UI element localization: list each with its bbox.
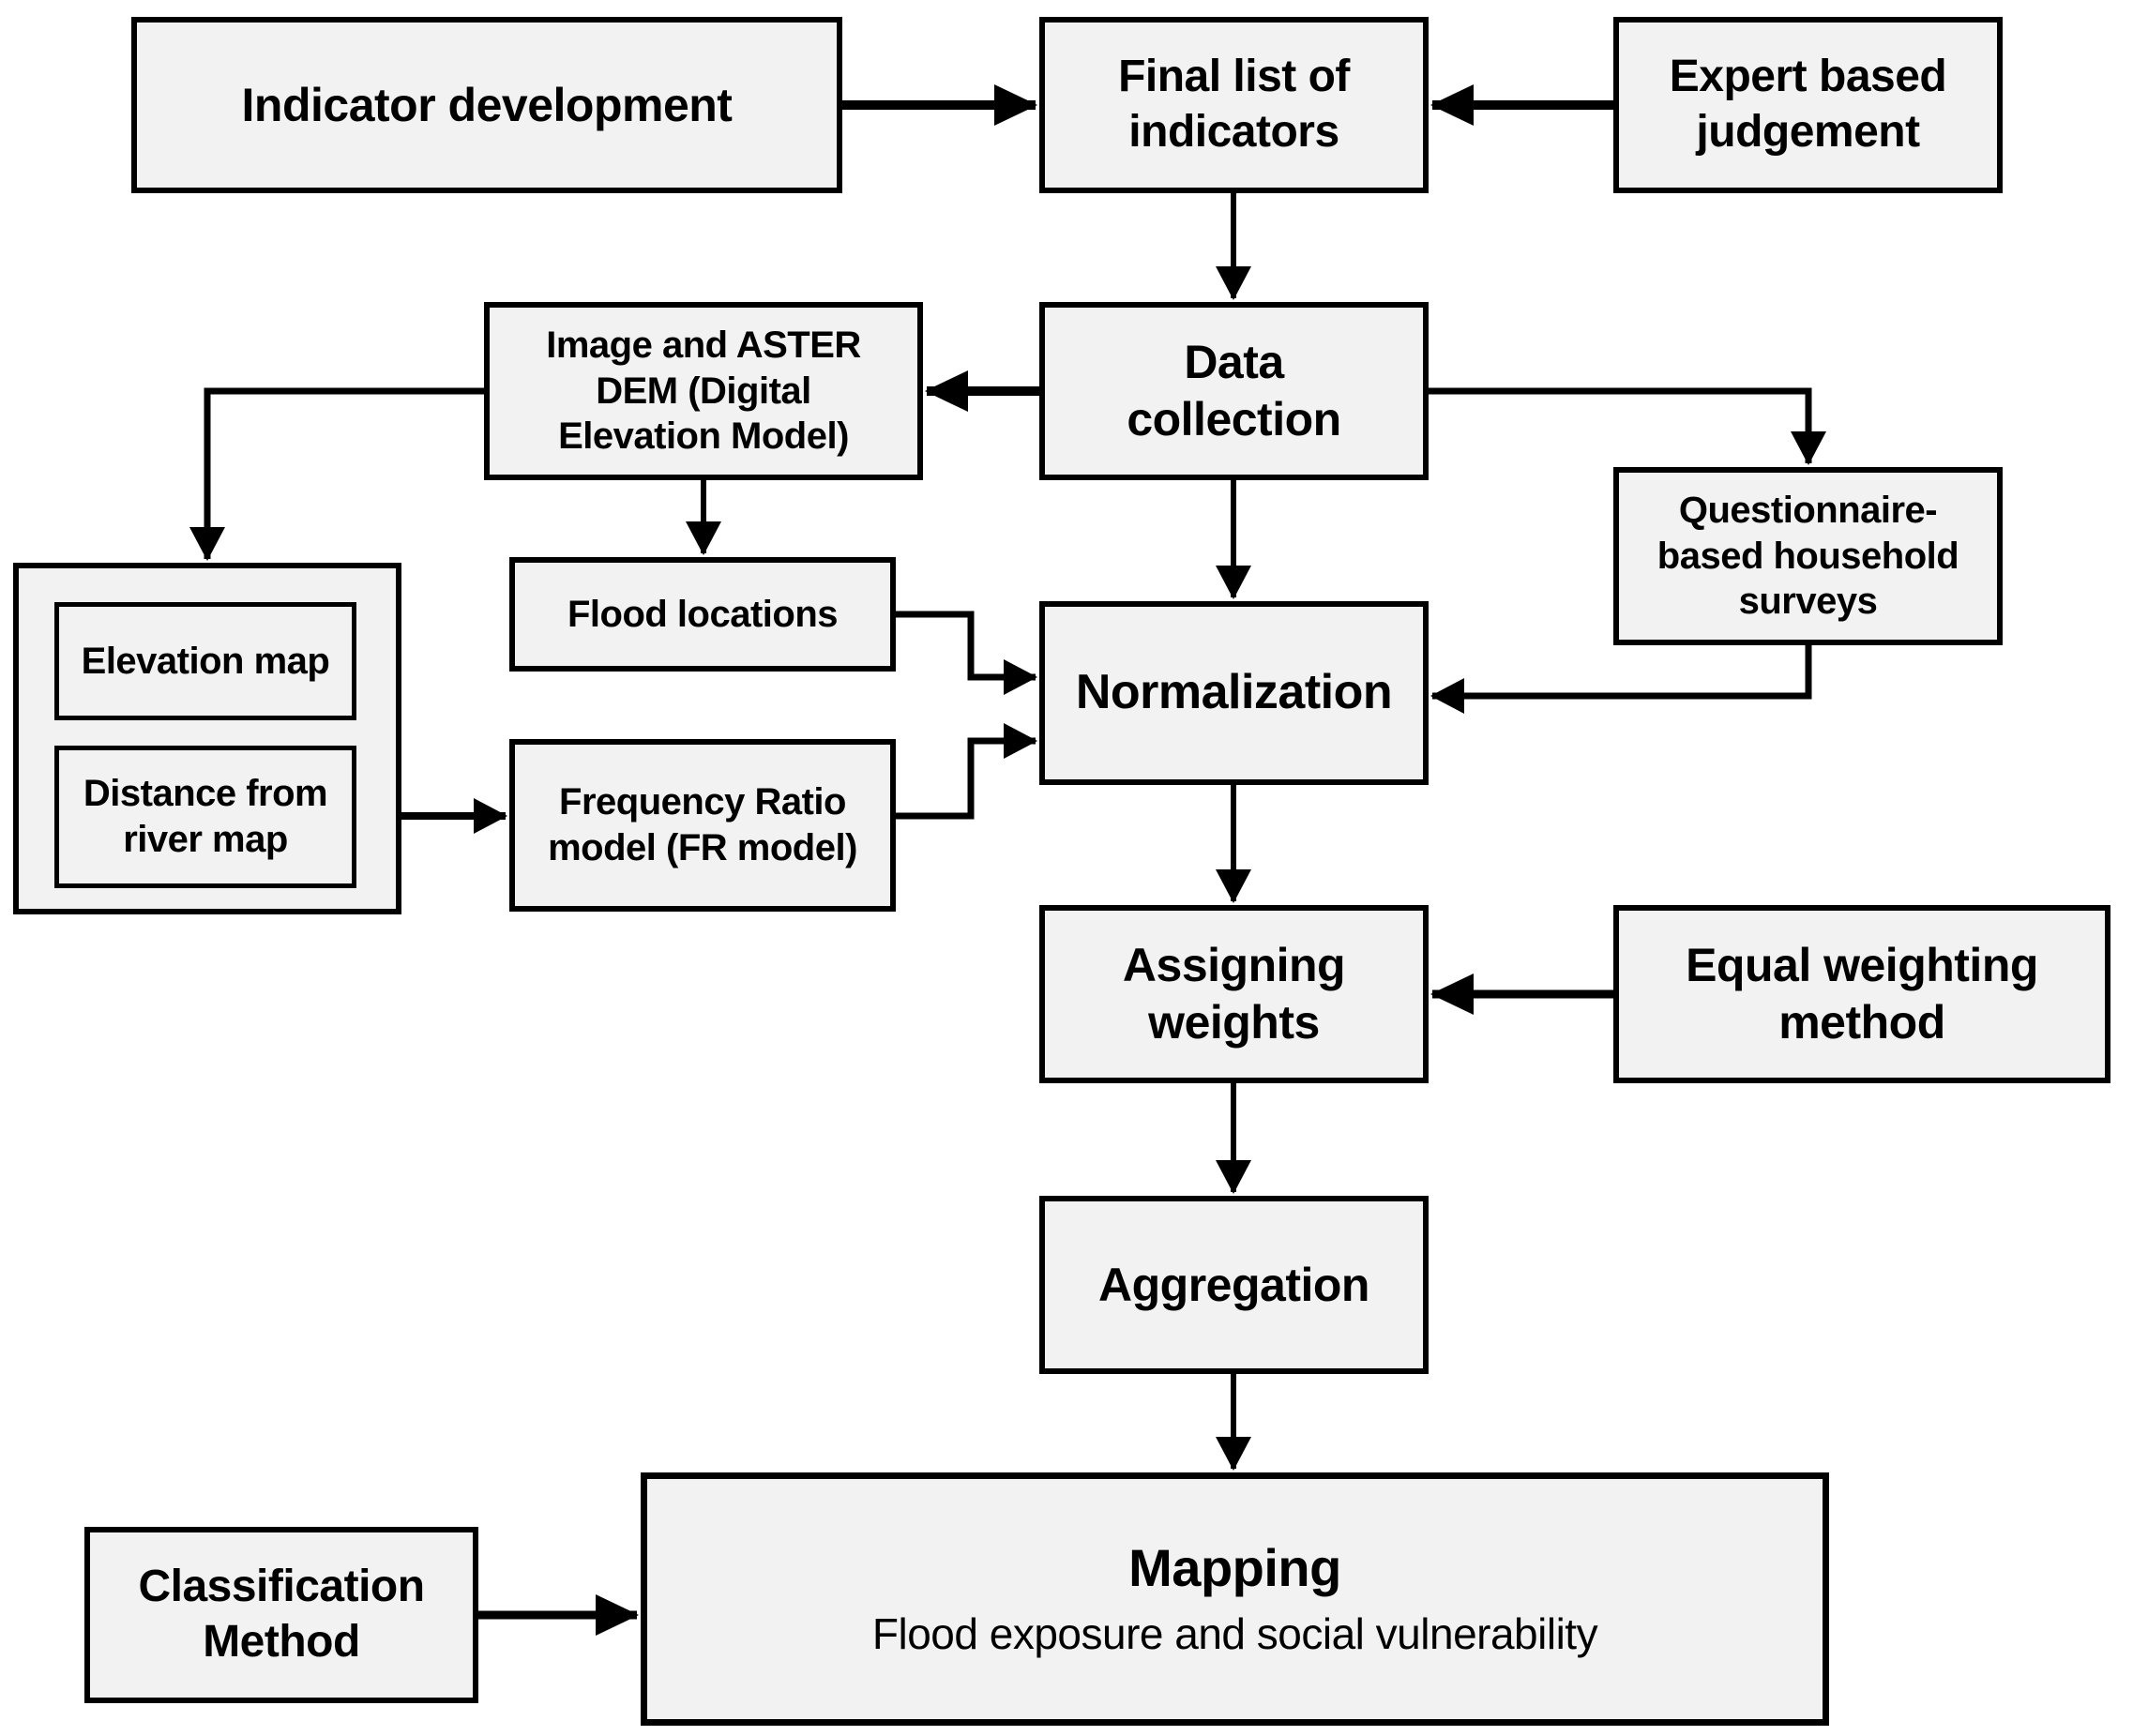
final-list-of-indicators-label: Final list of indicators [1118,52,1350,157]
node-indicator-development: Indicator development [131,17,842,193]
node-classification-method: Classification Method [84,1527,478,1703]
node-equal-weighting-method: Equal weighting method [1613,905,2110,1083]
node-normalization: Normalization [1039,601,1429,785]
classification-method-label: Classification Method [138,1562,425,1667]
mapping-subtitle: Flood exposure and social vulnerability [871,1608,1598,1658]
questionnaire-surveys-label: Questionnaire- based household surveys [1656,489,1959,623]
aggregation-label: Aggregation [1098,1258,1369,1311]
node-frequency-ratio-model: Frequency Ratio model (FR model) [509,739,896,912]
mapping-title: Mapping [1128,1538,1341,1598]
node-data-collection: Data collection [1039,302,1429,480]
distance-from-river-map-label: Distance from river map [83,773,328,860]
indicator-development-label: Indicator development [241,78,733,131]
node-elevation-map: Elevation map [54,602,356,720]
edge-questionnaire-to-normalization [1430,645,1812,714]
edges-group [189,84,1826,1636]
node-aggregation: Aggregation [1039,1196,1429,1374]
node-flood-locations: Flood locations [509,557,896,672]
edge-data-collection-to-questionnaire [1429,387,1826,465]
equal-weighting-method-label: Equal weighting method [1686,939,2038,1049]
node-image-aster-dem: Image and ASTER DEM (Digital Elevation M… [484,302,923,480]
normalization-label: Normalization [1075,665,1393,720]
elevation-map-label: Elevation map [81,640,330,682]
node-distance-from-river-map: Distance from river map [54,746,356,888]
data-collection-label: Data collection [1127,336,1341,445]
node-final-list-of-indicators: Final list of indicators [1039,17,1429,193]
node-assigning-weights: Assigning weights [1039,905,1429,1083]
edge-frequency-ratio-to-normalization [896,723,1037,820]
node-expert-based-judgement: Expert based judgement [1613,17,2003,193]
flood-locations-label: Flood locations [567,593,839,635]
assigning-weights-label: Assigning weights [1122,939,1346,1049]
node-questionnaire-surveys: Questionnaire- based household surveys [1613,467,2003,645]
edge-flood-locations-to-normalization [896,611,1037,695]
image-aster-dem-label: Image and ASTER DEM (Digital Elevation M… [546,324,861,458]
frequency-ratio-model-label: Frequency Ratio model (FR model) [548,781,857,868]
expert-based-judgement-label: Expert based judgement [1669,52,1947,157]
edge-image-aster-to-maps-group [189,387,484,561]
